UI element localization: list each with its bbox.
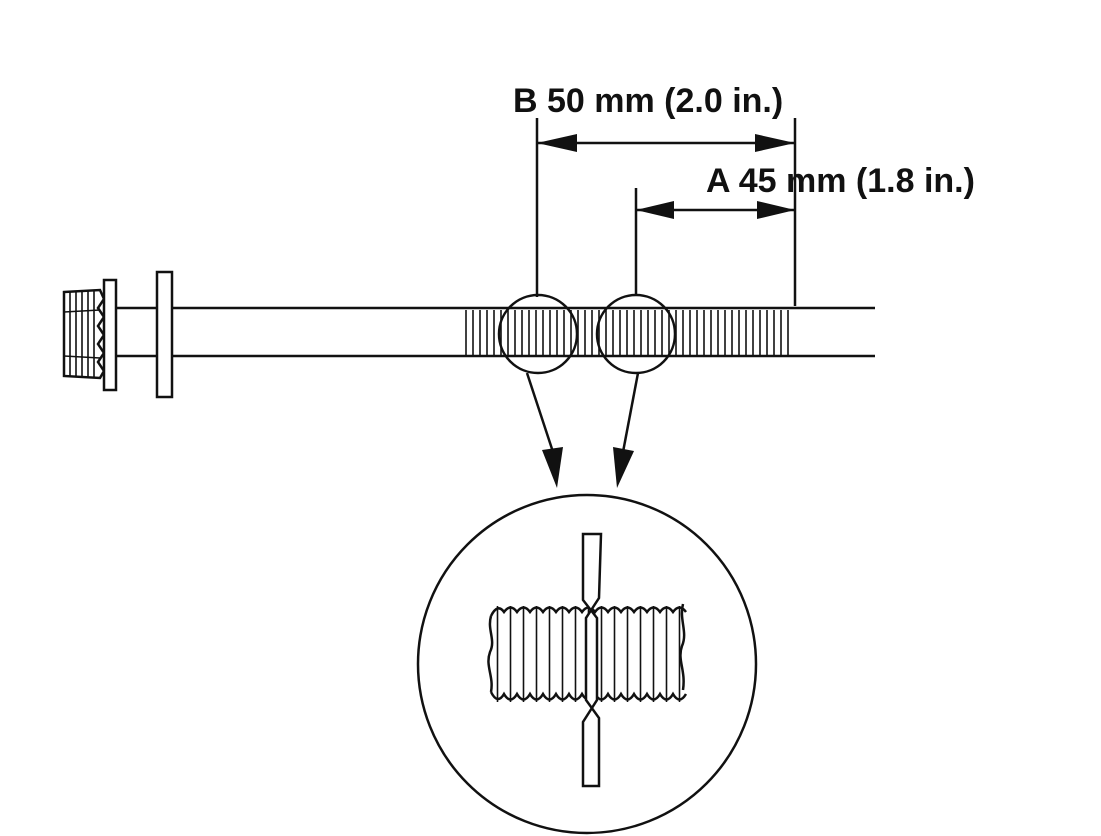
inspection-circle-b <box>497 293 579 375</box>
dimension-a <box>634 188 795 295</box>
bolt <box>62 270 875 399</box>
dimension-b <box>535 118 797 306</box>
washer <box>155 270 174 399</box>
dimension-b-arrow-right <box>755 134 795 152</box>
magnified-detail <box>416 493 758 835</box>
break-line-left <box>487 615 494 693</box>
dimension-a-label: A 45 mm (1.8 in.) <box>706 162 975 200</box>
magnify-pointers <box>525 372 640 488</box>
inspection-circle-a <box>595 293 677 375</box>
dimension-b-label: B 50 mm (2.0 in.) <box>513 82 783 120</box>
dimension-a-arrow-left <box>636 201 674 219</box>
bolt-threads <box>465 310 789 355</box>
straight-edge-gauge <box>581 532 603 788</box>
pointer-arrow-left <box>542 447 563 488</box>
dimension-b-arrow-left <box>537 134 577 152</box>
pointer-arrow-right <box>613 447 634 488</box>
dimension-a-arrow-right <box>757 201 795 219</box>
break-line-right <box>679 603 686 691</box>
bolt-head <box>62 278 118 392</box>
